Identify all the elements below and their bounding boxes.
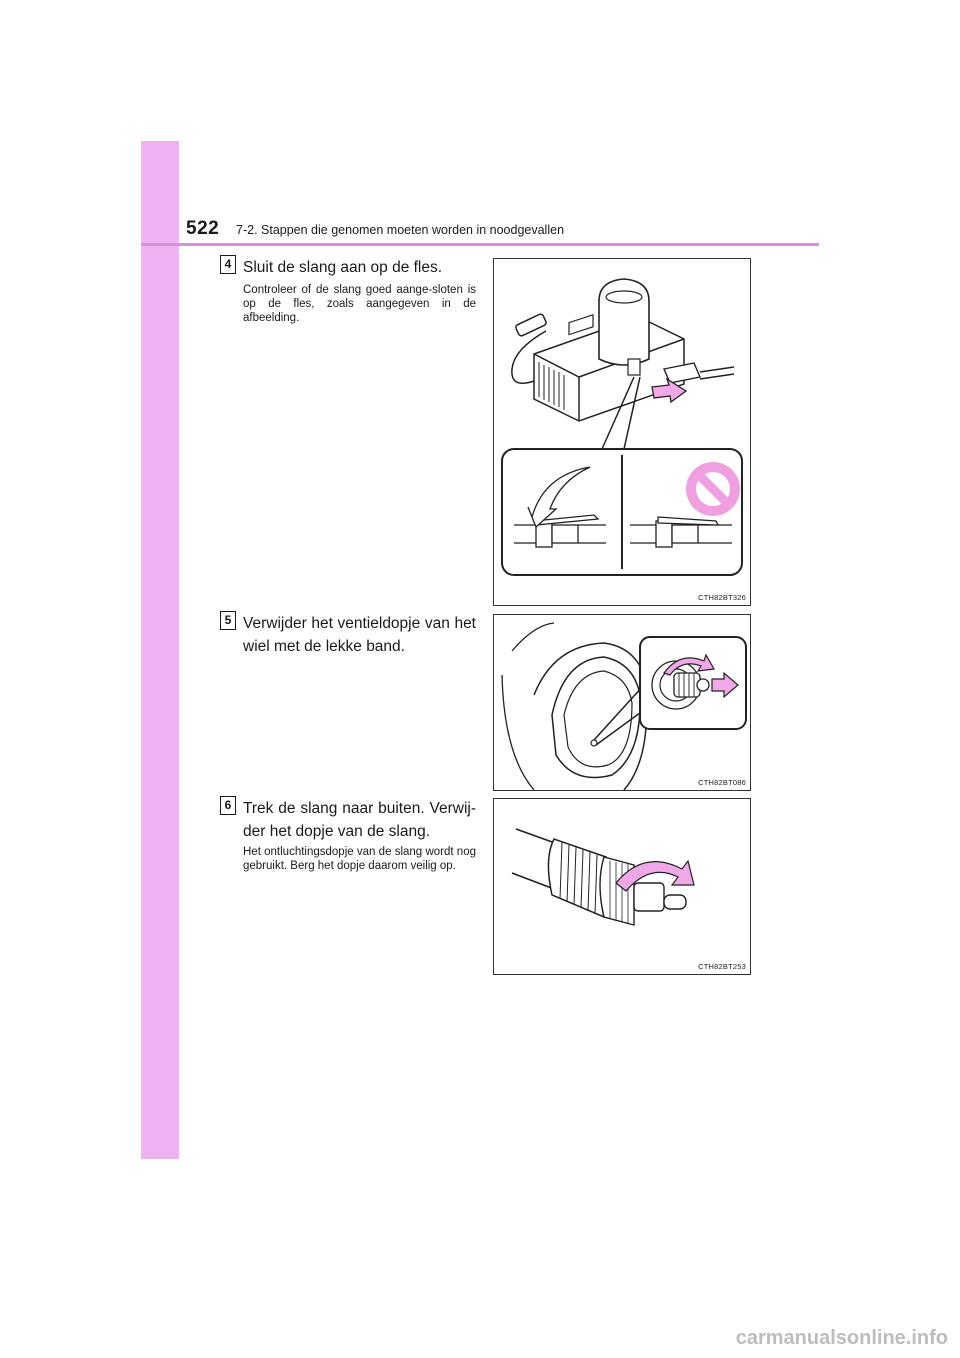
step-4-title: Sluit de slang aan op de fles.: [243, 259, 443, 276]
arrow-right-icon: [711, 671, 739, 699]
curved-arrow-icon: [527, 466, 591, 529]
step-6-title: Trek de slang naar buiten. Verwij-der he…: [243, 800, 476, 840]
figure-code: CTH82BT326: [698, 593, 746, 602]
compressor-hose-illustration: [501, 278, 743, 576]
step-5-title: Verwijder het ventieldopje van het wiel …: [243, 615, 476, 655]
step-6-badge: 6: [220, 796, 236, 815]
figure-code: CTH82BT253: [698, 962, 746, 971]
figure-code: CTH82BT086: [698, 778, 746, 787]
step-4-note: Controleer of de slang goed aange-sloten…: [243, 284, 476, 324]
rotate-arrow-icon: [663, 653, 715, 676]
figure-hose-cap: CTH82BT253: [493, 798, 751, 975]
section-title: 7-2. Stappen die genomen moeten worden i…: [236, 223, 565, 237]
step-6-note: Het ontluchtingsdopje van de slang wordt…: [243, 846, 476, 872]
watermark: carmanualsonline.info: [735, 1327, 948, 1349]
prohibited-sign-icon: [686, 462, 740, 516]
figure-valve-cap: CTH82BT086: [493, 614, 751, 791]
arrow-right-icon: [651, 377, 688, 404]
step-4-badge: 4: [220, 255, 236, 274]
page-number: 522: [186, 218, 220, 239]
figure-compressor-hose: CTH82BT326: [493, 258, 751, 606]
header-rule: [141, 243, 819, 246]
chapter-sidebar-tab: [141, 141, 179, 1159]
hose-cap-illustration: [511, 828, 695, 926]
valve-cap-illustration: [501, 622, 747, 790]
step-5-badge: 5: [220, 611, 236, 630]
rotate-arrow-icon: [615, 859, 695, 892]
